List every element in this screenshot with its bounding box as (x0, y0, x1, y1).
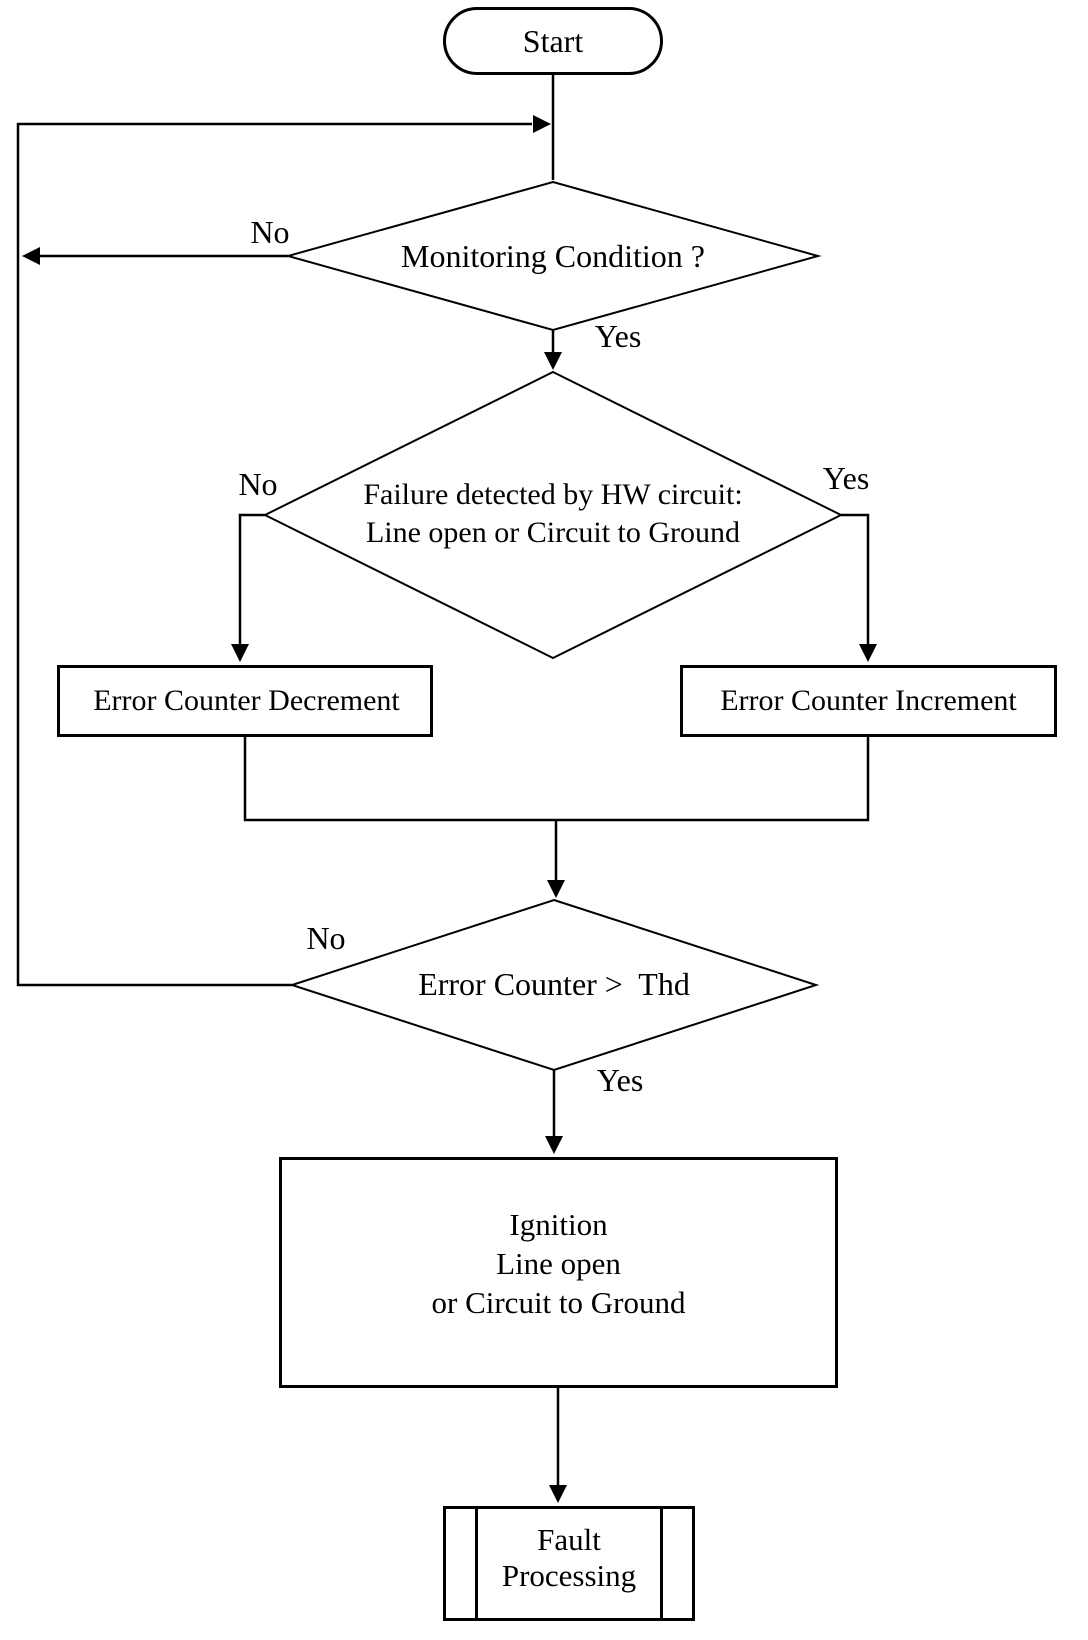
ignition-line1: Ignition (509, 1207, 608, 1242)
ignition-process: Ignition Line open or Circuit to Ground (279, 1157, 838, 1388)
edge-label-monitoring-yes: Yes (594, 318, 642, 354)
loop-return-arrowhead (533, 115, 551, 133)
edge-merge-line (243, 737, 870, 822)
predefined-process-right-bar (660, 1509, 663, 1618)
edge-failure-yes (841, 513, 870, 646)
fault-line2: Processing (501, 1558, 637, 1593)
ignition-label: Ignition Line open or Circuit to Ground (282, 1160, 835, 1322)
threshold-decision-label: Error Counter > Thd (418, 966, 690, 1002)
edge-label-monitoring-no: No (250, 214, 290, 250)
error-counter-decrement-process: Error Counter Decrement (57, 665, 433, 737)
ignition-to-fault-arrowhead (549, 1485, 567, 1503)
failure-no-arrowhead (231, 644, 249, 662)
failure-decision-label: Failure detected by HW circuit: Line ope… (253, 476, 853, 552)
error-counter-increment-process: Error Counter Increment (680, 665, 1057, 737)
edge-label-failure-yes: Yes (822, 460, 870, 496)
ignition-line2: Line open (496, 1246, 621, 1281)
monitoring-yes-arrowhead (544, 352, 562, 370)
edge-threshold-no-return (16, 122, 532, 987)
fault-line1: Fault (537, 1522, 601, 1557)
monitoring-decision-label: Monitoring Condition ? (401, 238, 705, 274)
decrement-label: Error Counter Decrement (93, 683, 400, 717)
predefined-process-left-bar (475, 1509, 478, 1618)
threshold-yes-arrowhead (545, 1136, 563, 1154)
edge-label-threshold-yes: Yes (596, 1062, 644, 1098)
failure-decision-shape (262, 370, 844, 660)
edge-label-threshold-no: No (306, 920, 346, 956)
fault-processing-predefined-process: Fault Processing (443, 1506, 695, 1621)
edge-label-failure-no: No (238, 466, 278, 502)
failure-decision-line2: Line open or Circuit to Ground (365, 516, 741, 549)
start-label: Start (522, 22, 584, 59)
failure-yes-arrowhead (859, 644, 877, 662)
ignition-line3: or Circuit to Ground (431, 1285, 686, 1320)
increment-label: Error Counter Increment (720, 683, 1017, 717)
start-terminator: Start (443, 7, 663, 75)
fault-label: Fault Processing (446, 1509, 692, 1594)
failure-decision-line1: Failure detected by HW circuit: (363, 478, 743, 511)
monitoring-no-arrowhead (22, 247, 40, 265)
edge-failure-no (238, 513, 265, 646)
merge-arrowhead (547, 880, 565, 898)
